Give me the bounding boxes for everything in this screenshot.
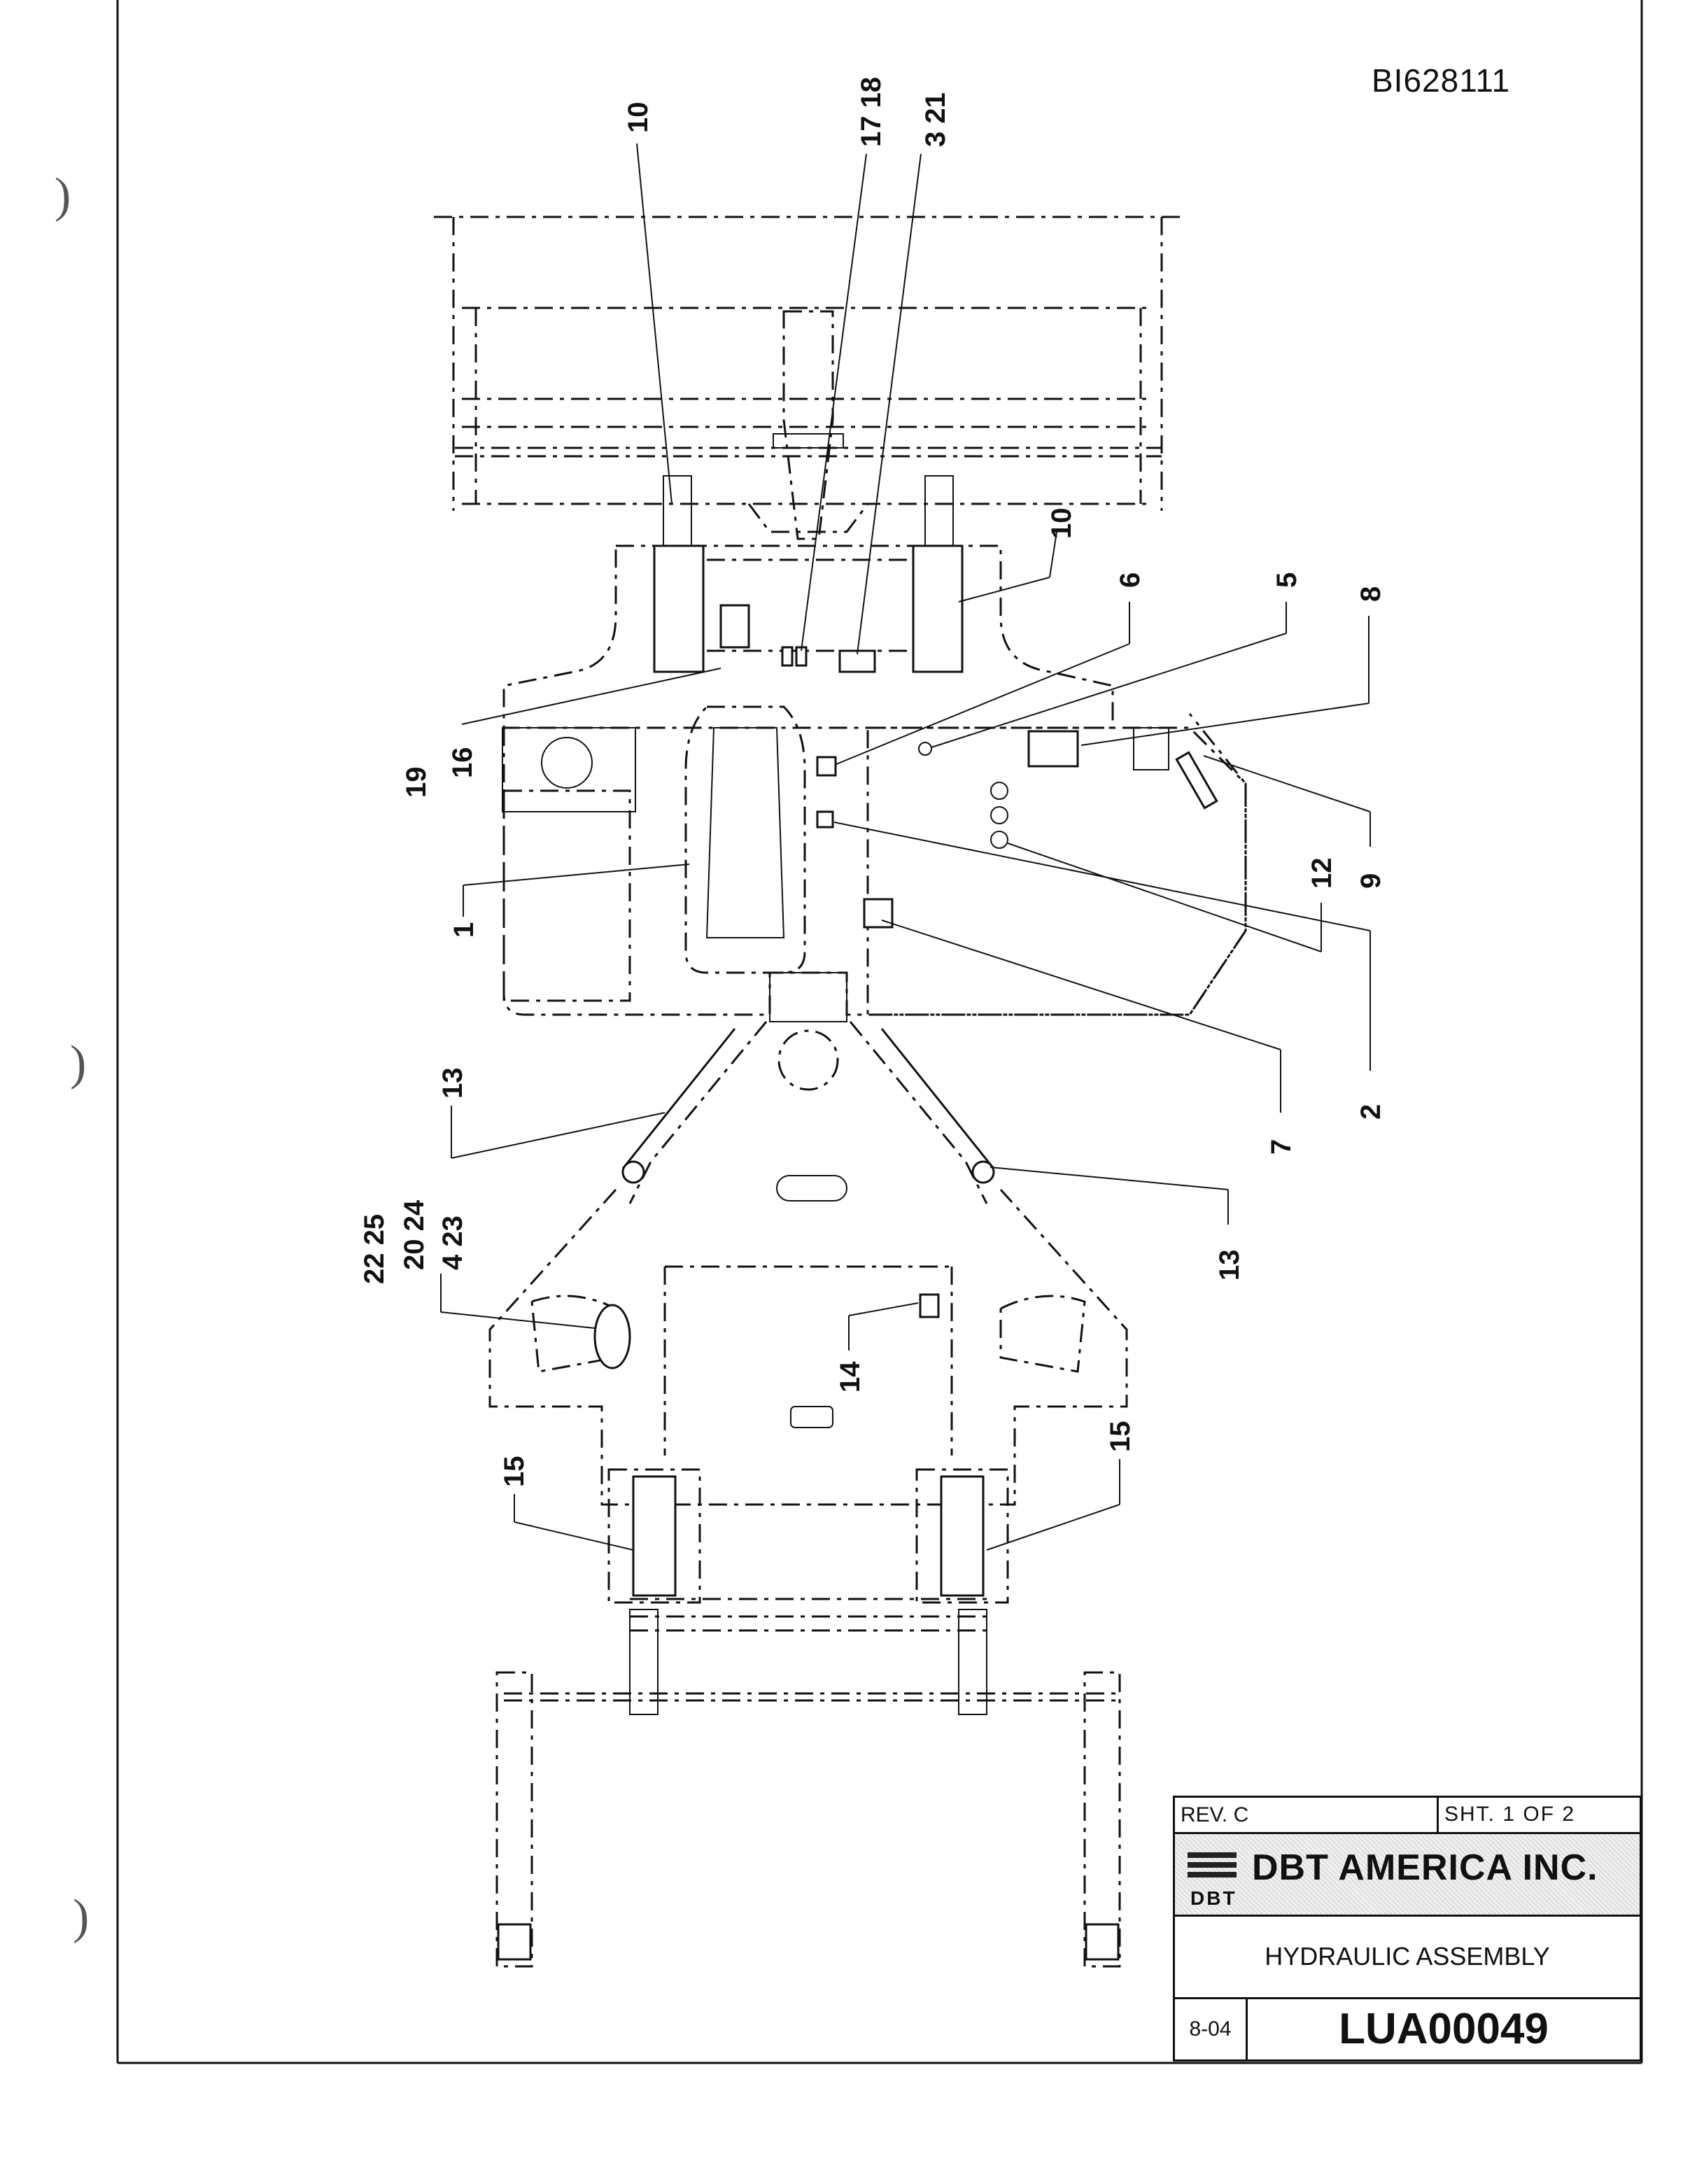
cylinder-left-15	[632, 1475, 677, 1597]
valve-7	[863, 898, 894, 929]
callout-19: 19	[401, 767, 432, 798]
front-head-frame	[502, 475, 1114, 729]
title-block: REV. C SHT. 1 OF 2 DBT AMERICA INC. DBT …	[1173, 1796, 1642, 2062]
leader-lines	[440, 143, 1371, 1551]
cylinder-right-15	[940, 1475, 985, 1597]
cylinder-right-10	[912, 544, 964, 673]
accumulator-4	[593, 1304, 631, 1369]
callout-14: 14	[835, 1361, 866, 1393]
callout-3-21: 3 21	[920, 92, 951, 147]
callout-1: 1	[449, 922, 479, 938]
callout-5: 5	[1272, 572, 1302, 588]
callout-9: 9	[1355, 873, 1386, 889]
callout-10-right: 10	[1046, 508, 1077, 540]
document-id: BI628111	[1372, 62, 1511, 99]
punch-hole-mark: )	[70, 1036, 87, 1090]
cylinder-pivot-13	[971, 1160, 995, 1184]
callout-20-24: 20 24	[399, 1199, 430, 1270]
revision-label: REV. C	[1181, 1803, 1249, 1826]
drawing-number-row: 8-04 LUA00049	[1175, 1999, 1640, 2059]
callout-15-right: 15	[1105, 1421, 1136, 1453]
drawing-title-row: HYDRAULIC ASSEMBLY	[1175, 1917, 1640, 1999]
callout-13-right: 13	[1214, 1250, 1245, 1281]
callout-12: 12	[1307, 858, 1337, 889]
sheet-number: SHT. 1 OF 2	[1437, 1798, 1575, 1832]
valve-bank-8	[1027, 730, 1079, 768]
callout-8: 8	[1355, 586, 1386, 602]
dbt-logo-icon	[1188, 1852, 1237, 1877]
drawing-number: LUA00049	[1339, 2005, 1549, 2053]
callout-15-left: 15	[499, 1456, 530, 1488]
fitting-6	[816, 756, 837, 777]
title-block-revision-row: REV. C SHT. 1 OF 2	[1175, 1798, 1640, 1834]
drawing-date: 8-04	[1175, 1999, 1248, 2059]
port-5	[918, 742, 932, 756]
gauge-12	[990, 806, 1008, 824]
company-name: DBT AMERICA INC.	[1252, 1847, 1598, 1888]
canopy-assembly	[434, 216, 1183, 540]
drawing-title: HYDRAULIC ASSEMBLY	[1265, 1942, 1550, 1971]
callout-labels: 10 17 18 3 21 10 6 5 8 19 16 1 12 9 2 7 …	[359, 77, 1386, 1487]
main-body	[502, 705, 1247, 1016]
company-abbr: DBT	[1190, 1887, 1237, 1909]
gauge-12	[990, 831, 1008, 849]
callout-4-23: 4 23	[437, 1216, 468, 1270]
lever-9	[1175, 751, 1218, 810]
callout-10-top: 10	[623, 102, 654, 134]
fitting-2	[816, 810, 834, 829]
gauge-12	[990, 782, 1008, 800]
rear-chassis	[488, 972, 1128, 1506]
tank-1	[684, 705, 806, 974]
callout-17-18: 17 18	[856, 77, 887, 147]
cylinder-pivot-13	[621, 1160, 645, 1184]
callout-22-25: 22 25	[359, 1214, 390, 1284]
callout-7: 7	[1266, 1139, 1297, 1155]
callout-16: 16	[447, 747, 478, 779]
callout-6: 6	[1115, 572, 1146, 588]
punch-hole-mark: )	[73, 1890, 90, 1944]
rear-legs	[495, 1468, 1121, 1968]
callout-13-left: 13	[437, 1068, 468, 1099]
cylinder-left-10	[653, 544, 705, 673]
company-logo-row: DBT AMERICA INC. DBT	[1175, 1834, 1640, 1917]
callout-2: 2	[1355, 1104, 1386, 1120]
punch-hole-mark: )	[55, 169, 71, 223]
filter-14	[919, 1293, 940, 1318]
